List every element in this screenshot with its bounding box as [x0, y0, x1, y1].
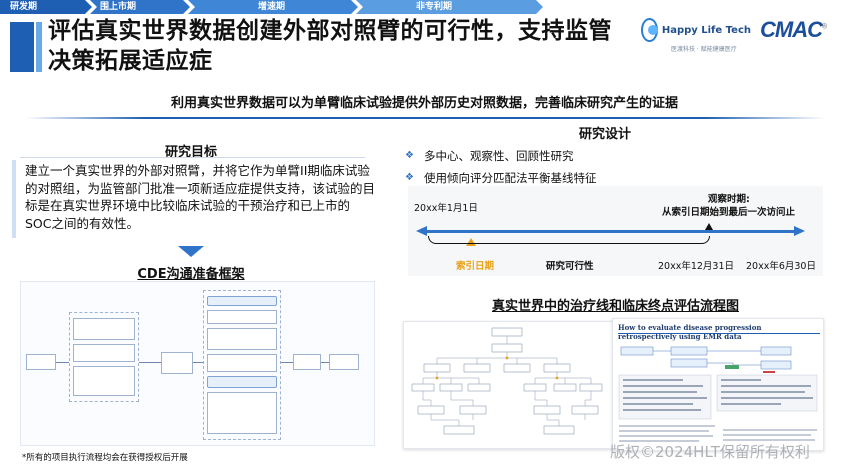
phase-growth: 增速期: [188, 0, 358, 14]
timeline-observation-title: 观察时期:: [708, 194, 750, 205]
timeline-feasibility-label: 研究可行性: [546, 261, 594, 272]
cde-connector: [281, 362, 293, 363]
cde-step: [207, 376, 277, 388]
phase-bar: 研发期 围上市期 增速期 非专利期: [0, 0, 849, 14]
hlt-logo-sub: 医渡科技 · 赋能健康医疗: [671, 46, 737, 53]
cde-connector: [321, 362, 329, 363]
cde-connector: [56, 362, 69, 363]
cde-group-left: [69, 312, 139, 402]
diamond-bullet-icon: ❖: [405, 172, 414, 183]
cde-node: [207, 310, 277, 324]
timeline-index-label: 索引日期: [456, 261, 495, 272]
research-goal-accent: [12, 160, 16, 238]
title-accent-bar: [10, 22, 42, 72]
research-goal-heading: 研究目标: [164, 145, 217, 160]
cde-framework-diagram: [20, 281, 375, 446]
research-goal-text: 建立一个真实世界的外部对照臂，并将它作为单臂II期临床试验的对照组，为监管部门批…: [25, 163, 376, 231]
phase-rd: 研发期: [0, 0, 92, 14]
down-arrow-icon: [178, 246, 204, 257]
timeline-end-date-2: 20xx年6月30日: [746, 261, 816, 272]
flowchart-graphic: [411, 327, 603, 435]
cde-node: [73, 366, 135, 396]
cde-node: [207, 328, 277, 350]
treatment-line-flowchart: [403, 321, 613, 449]
cmac-logo-text: CMAC: [760, 17, 823, 42]
flow-right-rule: [618, 333, 820, 334]
cde-group-right: [203, 290, 281, 440]
subtitle: 利用真实世界数据可以为单臂临床试验提供外部历史对照数据，完善临床研究产生的证据: [170, 96, 678, 111]
cde-connector: [139, 362, 161, 363]
bullet-text: 使用倾向评分匹配法平衡基线特征: [423, 171, 597, 185]
research-goal-rule: [20, 157, 365, 158]
feasibility-brace: [428, 236, 710, 244]
observation-marker-icon: [705, 223, 713, 230]
cde-node: [73, 344, 135, 362]
subtitle-divider: [25, 117, 825, 119]
timeline-end-date-1: 20xx年12月31日: [658, 261, 735, 272]
cde-node: [161, 352, 193, 374]
footnote: *所有的项目执行流程均会在获得授权后开展: [22, 453, 188, 463]
cde-step: [207, 296, 277, 306]
hlt-logo-name: Happy Life Tech: [661, 24, 751, 36]
cde-node: [207, 392, 277, 434]
cde-heading: CDE沟通准备框架: [137, 267, 245, 282]
cde-node: [329, 354, 359, 370]
cde-node: [293, 354, 321, 370]
cmac-logo-mark: ®: [822, 23, 827, 31]
flow-heading: 真实世界中的治疗线和临床终点评估流程图: [491, 299, 739, 314]
disease-progression-figure: How to evaluate disease progression retr…: [612, 318, 824, 451]
page-title: 评估真实世界数据创建外部对照臂的可行性，支持监管决策拓展适应症: [48, 18, 612, 74]
phase-prelaunch: 围上市期: [90, 0, 190, 14]
bullet-text: 多中心、观察性、回顾性研究: [423, 149, 574, 163]
progression-graphic: [618, 346, 818, 442]
study-timeline: 20xx年1月1日 观察时期: 从索引日期始到最后一次访问止 索引日期 研究可行…: [408, 186, 823, 276]
phase-off-patent: 非专利期: [356, 0, 543, 14]
timeline-observation-desc: 从索引日期始到最后一次访问止: [662, 207, 796, 218]
flow-right-title: How to evaluate disease progression retr…: [618, 323, 762, 341]
timeline-axis: [426, 230, 796, 233]
timeline-start-date: 20xx年1月1日: [414, 203, 478, 214]
cde-connector: [193, 362, 203, 363]
study-design-bullets: ❖ 多中心、观察性、回顾性研究 ❖ 使用倾向评分匹配法平衡基线特征: [405, 145, 825, 189]
cde-node: [26, 354, 56, 370]
study-design-bullet: ❖ 多中心、观察性、回顾性研究: [405, 145, 825, 167]
copyright-watermark: 版权©2024HLT保留所有权利: [610, 443, 810, 461]
timeline-arrow-left-icon: [416, 226, 427, 236]
study-design-heading: 研究设计: [578, 127, 631, 142]
index-date-marker-icon: [466, 238, 476, 246]
hlt-logo: Happy Life Tech 医渡科技 · 赋能健康医疗: [641, 17, 751, 53]
cde-node: [207, 354, 277, 372]
cmac-logo: CMAC®: [760, 17, 827, 43]
diamond-bullet-icon: ❖: [405, 150, 414, 161]
study-design-bullet: ❖ 使用倾向评分匹配法平衡基线特征: [405, 167, 825, 189]
cde-node: [73, 318, 135, 340]
hlt-logo-icon: [641, 18, 658, 42]
timeline-arrow-right-icon: [794, 226, 805, 236]
